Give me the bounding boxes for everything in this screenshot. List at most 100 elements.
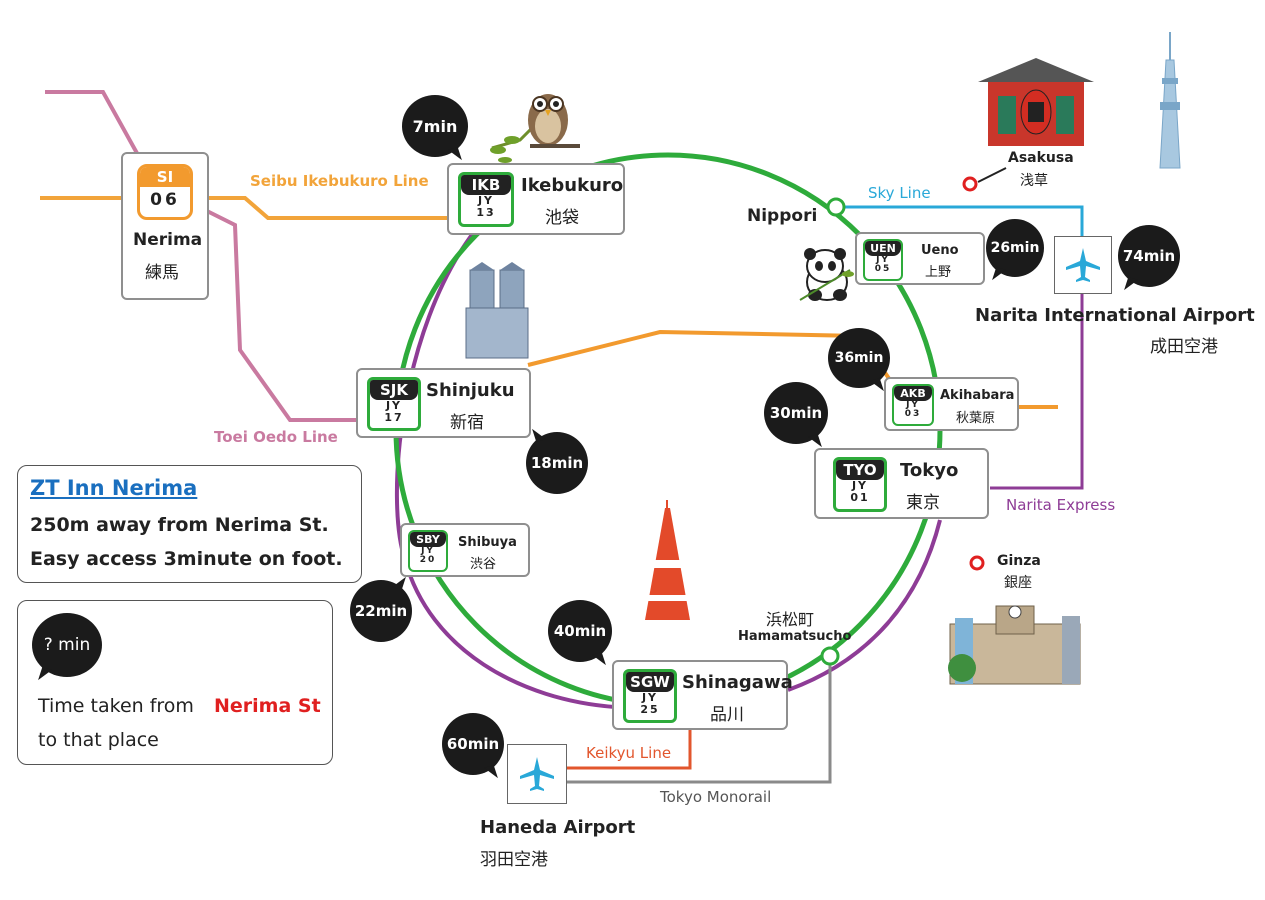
panda-illustration: [799, 248, 854, 301]
nerima-name-jp: 練馬: [145, 263, 179, 283]
ueno-name-en: Ueno: [921, 243, 959, 258]
asakusa-label-jp: 浅草: [1020, 173, 1048, 189]
time-bubble-shinjuku: 18min: [526, 432, 588, 494]
narita-airport-icon[interactable]: [1054, 236, 1112, 294]
shibuya-code: SBY: [410, 532, 446, 547]
owl-illustration: [490, 94, 580, 163]
station-shinagawa[interactable]: SGW JY 25 Shinagawa 品川: [612, 660, 793, 730]
tokyo-badge: TYO JY 01: [833, 457, 887, 512]
nippori-marker[interactable]: [826, 197, 846, 217]
hotel-info-panel: ZT Inn Nerima 250m away from Nerima St. …: [17, 465, 362, 583]
shinjuku-name-en: Shinjuku: [426, 380, 515, 401]
akihabara-badge: AKB JY 03: [892, 384, 934, 426]
hotel-name-link[interactable]: ZT Inn Nerima: [30, 476, 198, 500]
keikyu-line: [567, 728, 692, 770]
airplane-icon: [1066, 248, 1100, 282]
time-bubble-narita: 74min: [1118, 225, 1180, 287]
tokyo-line-code: JY: [851, 479, 869, 492]
shinagawa-line-code: JY: [641, 691, 659, 704]
ueno-number: 05: [874, 264, 892, 275]
station-nerima-badge: SI 06: [137, 164, 193, 220]
nerima-line-code: SI: [140, 167, 190, 187]
shinagawa-name-jp: 品川: [710, 705, 744, 725]
akihabara-name-jp: 秋葉原: [956, 411, 996, 426]
shinagawa-name-en: Shinagawa: [682, 672, 793, 693]
narita-label-jp: 成田空港: [1150, 337, 1218, 357]
shinjuku-name-jp: 新宿: [450, 413, 484, 433]
sky-line-label: Sky Line: [868, 184, 931, 202]
ueno-code: UEN: [865, 241, 901, 256]
skytree-illustration: [1159, 32, 1181, 169]
station-shibuya[interactable]: SBY JY 20 Shibuya 渋谷: [400, 523, 530, 577]
nerima-station-number: 06: [150, 190, 180, 210]
haneda-label-jp: 羽田空港: [480, 850, 548, 870]
akihabara-code: AKB: [894, 386, 932, 401]
kaminarimon-illustration: [978, 58, 1094, 146]
toei-oedo-line: [45, 90, 140, 156]
ikebukuro-name-jp: 池袋: [545, 208, 579, 228]
station-ikebukuro[interactable]: IKB JY 13 Ikebukuro 池袋: [447, 163, 625, 235]
ikebukuro-badge: IKB JY 13: [458, 172, 514, 227]
ginza-label-en: Ginza: [997, 553, 1041, 569]
seibu-ikebukuro-line-label: Seibu Ikebukuro Line: [250, 172, 429, 190]
nerima-name-en: Nerima: [133, 230, 203, 250]
tokyo-number: 01: [850, 490, 870, 504]
tokyo-monorail-label: Tokyo Monorail: [660, 788, 772, 806]
legend-text-suffix: to that place: [38, 729, 159, 751]
akihabara-line-code: JY: [906, 400, 920, 410]
shinjuku-code: SJK: [370, 380, 418, 400]
ikebukuro-line-code: JY: [477, 194, 495, 207]
station-akihabara[interactable]: AKB JY 03 Akihabara 秋葉原: [884, 377, 1019, 431]
hotel-access-text: Easy access 3minute on foot.: [30, 548, 343, 570]
legend-text-prefix: Time taken from: [38, 695, 200, 717]
hotel-distance-text: 250m away from Nerima St.: [30, 514, 329, 536]
hamamatsucho-label-jp: 浜松町: [766, 610, 815, 629]
haneda-airport-icon[interactable]: [507, 744, 567, 804]
narita-express-line-east: [787, 519, 942, 692]
station-nerima[interactable]: SI 06 Nerima 練馬: [121, 152, 209, 300]
asakusa-marker[interactable]: [962, 176, 978, 192]
shibuya-number: 20: [419, 555, 437, 566]
time-bubble-ikebukuro: 7min: [402, 95, 468, 157]
seibu-ikebukuro-line-east: [207, 196, 452, 220]
tokyo-name-jp: 東京: [906, 493, 940, 513]
legend-time-bubble: ? min: [32, 613, 102, 677]
ueno-name-jp: 上野: [925, 265, 952, 280]
asakusa-label-en: Asakusa: [1008, 150, 1074, 166]
akihabara-number: 03: [904, 409, 922, 420]
tokyo-code: TYO: [836, 460, 884, 480]
time-bubble-shibuya: 22min: [350, 580, 412, 642]
shibuya-badge: SBY JY 20: [408, 530, 448, 572]
akihabara-name-en: Akihabara: [940, 388, 1015, 403]
haneda-label-en: Haneda Airport: [480, 817, 636, 838]
ginza-marker[interactable]: [969, 555, 985, 571]
ueno-line-code: JY: [876, 255, 890, 265]
hamamatsucho-marker[interactable]: [820, 646, 840, 666]
nippori-label: Nippori: [747, 206, 818, 226]
toei-oedo-line-label: Toei Oedo Line: [214, 428, 338, 446]
shinjuku-line-code: JY: [385, 399, 403, 412]
keikyu-line-label: Keikyu Line: [586, 744, 672, 762]
tokyo-monorail-line: [567, 656, 832, 784]
ginza-building-illustration: [948, 605, 1081, 685]
time-bubble-haneda: 60min: [442, 713, 504, 775]
airplane-icon: [520, 757, 554, 791]
station-tokyo[interactable]: TYO JY 01 Tokyo 東京: [814, 448, 989, 519]
station-ueno[interactable]: UEN JY 05 Ueno 上野: [855, 232, 985, 285]
time-bubble-tokyo: 30min: [764, 382, 828, 444]
shibuya-name-en: Shibuya: [458, 535, 517, 550]
tokyo-name-en: Tokyo: [900, 460, 959, 481]
legend-text-highlight: Nerima St: [214, 695, 321, 717]
shibuya-line-code: JY: [421, 546, 435, 556]
toei-oedo-line-south: [204, 208, 360, 422]
ikebukuro-name-en: Ikebukuro: [521, 175, 624, 196]
asakusa-pointer: [977, 167, 1007, 183]
narita-express-line-airport: [990, 288, 1084, 490]
ikebukuro-code: IKB: [461, 175, 511, 195]
shinjuku-badge: SJK JY 17: [367, 377, 421, 431]
ginza-label-jp: 銀座: [1004, 575, 1032, 591]
station-shinjuku[interactable]: SJK JY 17 Shinjuku 新宿: [356, 368, 531, 438]
sky-line: [838, 205, 1084, 236]
ueno-badge: UEN JY 05: [863, 239, 903, 281]
